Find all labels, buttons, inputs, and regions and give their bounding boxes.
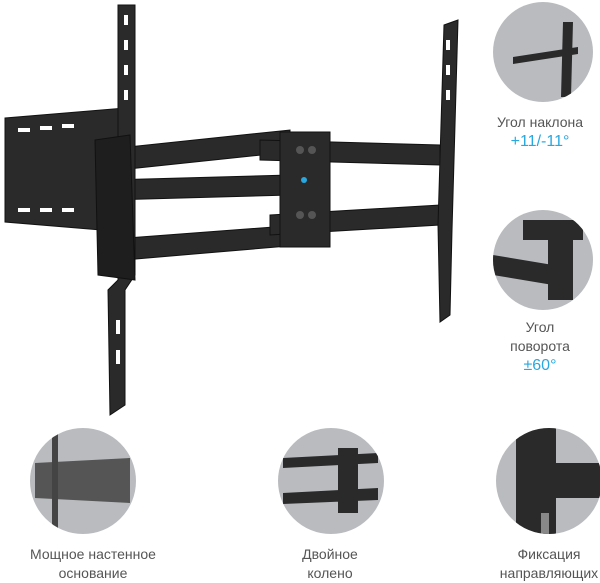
tilt-caption: Угол наклона +11/-11° bbox=[472, 113, 600, 151]
double-arm-label-line1: Двойное bbox=[302, 546, 358, 562]
rail-lock-detail-image bbox=[496, 428, 600, 534]
swivel-detail-image bbox=[493, 210, 593, 310]
tilt-label: Угол наклона bbox=[496, 114, 584, 130]
rail-lock-label-line1: Фиксация bbox=[517, 546, 581, 562]
rail-lock-label-line2: направляющих bbox=[499, 565, 599, 581]
wall-plate-label-line2: основание bbox=[58, 565, 128, 581]
wall-plate-caption: Мощное настенное основание bbox=[0, 545, 186, 583]
wall-plate-detail-image bbox=[30, 428, 136, 534]
double-arm-caption: Двойное колено bbox=[270, 545, 390, 583]
tilt-detail-image bbox=[493, 2, 593, 102]
wall-plate-label-line1: Мощное настенное bbox=[30, 546, 156, 562]
swivel-caption: Угол поворота ±60° bbox=[480, 318, 600, 375]
tv-wall-mount-image bbox=[4, 4, 459, 416]
swivel-label-line2: поворота bbox=[510, 338, 570, 354]
swivel-label-line1: Угол bbox=[525, 319, 555, 335]
rail-lock-caption: Фиксация направляющих bbox=[484, 545, 600, 583]
double-arm-detail-image bbox=[278, 428, 384, 534]
double-arm-label-line2: колено bbox=[307, 565, 353, 581]
tilt-value: +11/-11° bbox=[510, 133, 570, 150]
swivel-value: ±60° bbox=[523, 357, 557, 374]
